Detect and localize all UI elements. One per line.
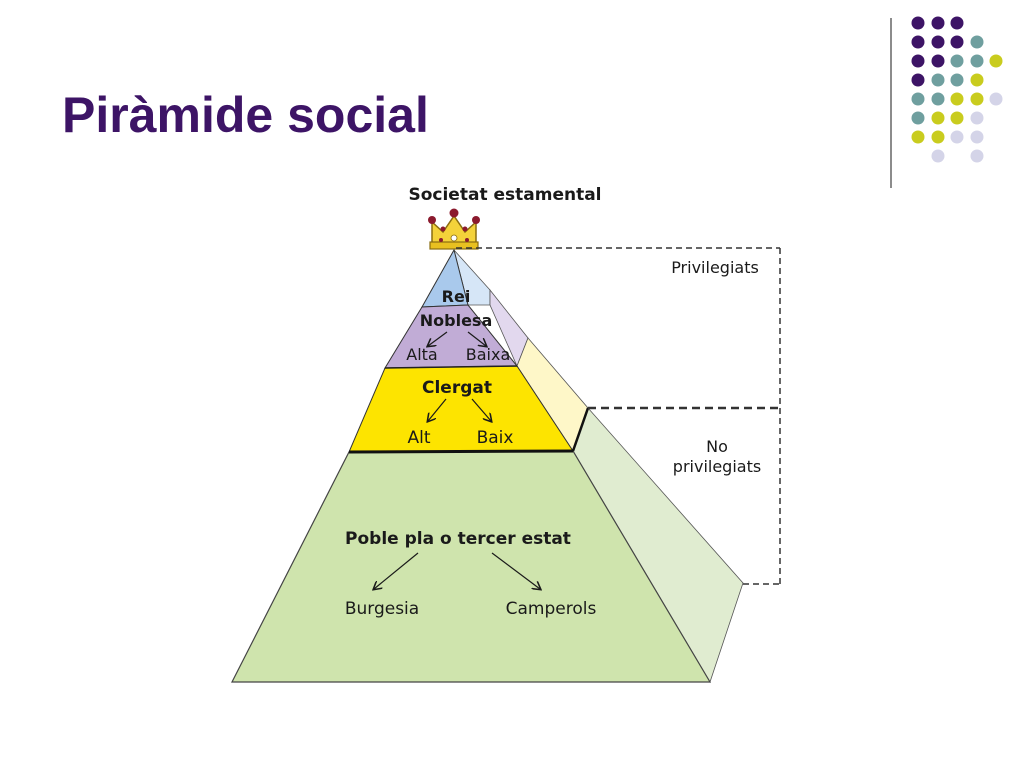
clergy-high-label: Alt (407, 428, 430, 448)
clergy-label: Clergat (422, 378, 492, 398)
privileged-label: Privilegiats (671, 258, 759, 277)
diagram-title: Societat estamental (408, 185, 601, 205)
slide-title: Piràmide social (62, 87, 429, 143)
bourgeoisie-label: Burgesia (345, 599, 419, 619)
king-label: Rei (442, 287, 471, 306)
crown-icon (428, 208, 480, 250)
non-privileged-bracket (588, 406, 781, 585)
commons-label: Poble pla o tercer estat (345, 529, 571, 549)
privileged-bracket (456, 247, 781, 408)
clergy-low-label: Baix (477, 428, 514, 448)
decorative-divider (890, 18, 892, 188)
nobility-label: Noblesa (420, 311, 493, 330)
non-privileged-label-line1: No (706, 437, 728, 456)
nobility-high-label: Alta (406, 345, 437, 364)
nobility-low-label: Baixa (466, 345, 511, 364)
peasants-label: Camperols (506, 599, 597, 619)
non-privileged-label-line2: privilegiats (673, 457, 761, 476)
